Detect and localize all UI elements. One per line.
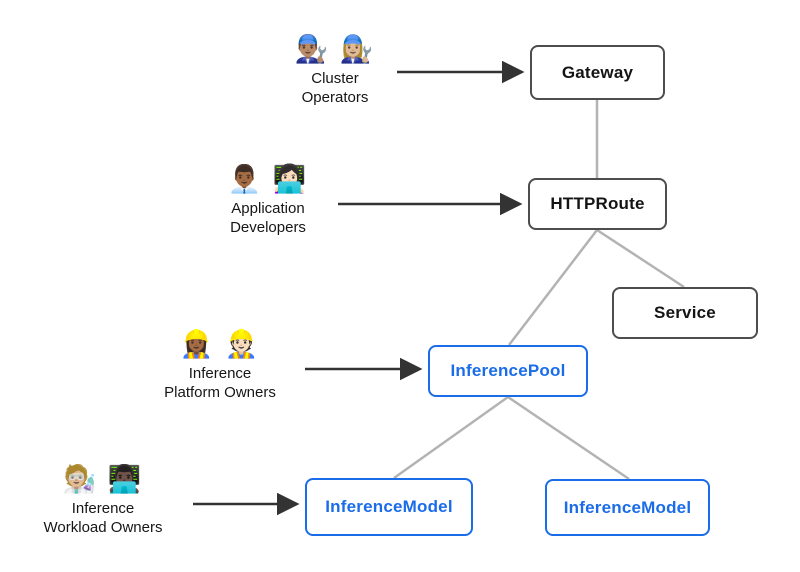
actor-label-line: Platform Owners [164, 383, 276, 401]
connector-httproute-inferencepool [508, 229, 598, 346]
node-inferencepool: InferencePool [428, 345, 588, 397]
construction-workers-emoji-icon: 👷🏾‍♀️ 👷🏻 [179, 329, 261, 359]
actor-inference-platform-owners: 👷🏾‍♀️ 👷🏻 Inference Platform Owners [135, 329, 305, 403]
actor-label-line: Application [231, 200, 305, 218]
connector-httproute-service [596, 228, 685, 289]
actor-inference-workload-owners: 🧑🏼‍🔬 👨🏿‍💻 Inference Workload Owners [18, 464, 188, 538]
actor-label-line: Developers [230, 218, 306, 236]
actor-cluster-operators: 👨🏽‍🔧 👩🏼‍🔧 Cluster Operators [250, 34, 420, 108]
node-httproute: HTTPRoute [528, 178, 667, 230]
actor-label: Cluster Operators [250, 70, 420, 108]
node-inferencemodel-right: InferenceModel [545, 479, 710, 536]
actor-label-line: Operators [301, 88, 369, 106]
node-gateway: Gateway [530, 45, 665, 100]
actor-label-line: Workload Owners [43, 518, 163, 536]
mechanics-emoji-icon: 👨🏽‍🔧 👩🏼‍🔧 [294, 34, 376, 64]
connector-inferencepool-inferencemodel-left [393, 395, 509, 480]
connector-inferencepool-inferencemodel-right [507, 395, 630, 481]
actor-label-line: Inference [188, 365, 252, 383]
scientist-technologist-emoji-icon: 🧑🏼‍🔬 👨🏿‍💻 [62, 464, 144, 494]
actor-label-line: Cluster [311, 70, 359, 88]
developers-emoji-icon: 👨🏾‍💼 👩🏻‍💻 [227, 164, 309, 194]
actor-label-line: Inference [71, 500, 135, 518]
node-inferencemodel-left: InferenceModel [305, 478, 473, 536]
node-service: Service [612, 287, 758, 339]
actor-application-developers: 👨🏾‍💼 👩🏻‍💻 Application Developers [183, 164, 353, 238]
actor-label: Inference Platform Owners [135, 365, 305, 403]
actor-label: Application Developers [183, 200, 353, 238]
actor-label: Inference Workload Owners [18, 500, 188, 538]
